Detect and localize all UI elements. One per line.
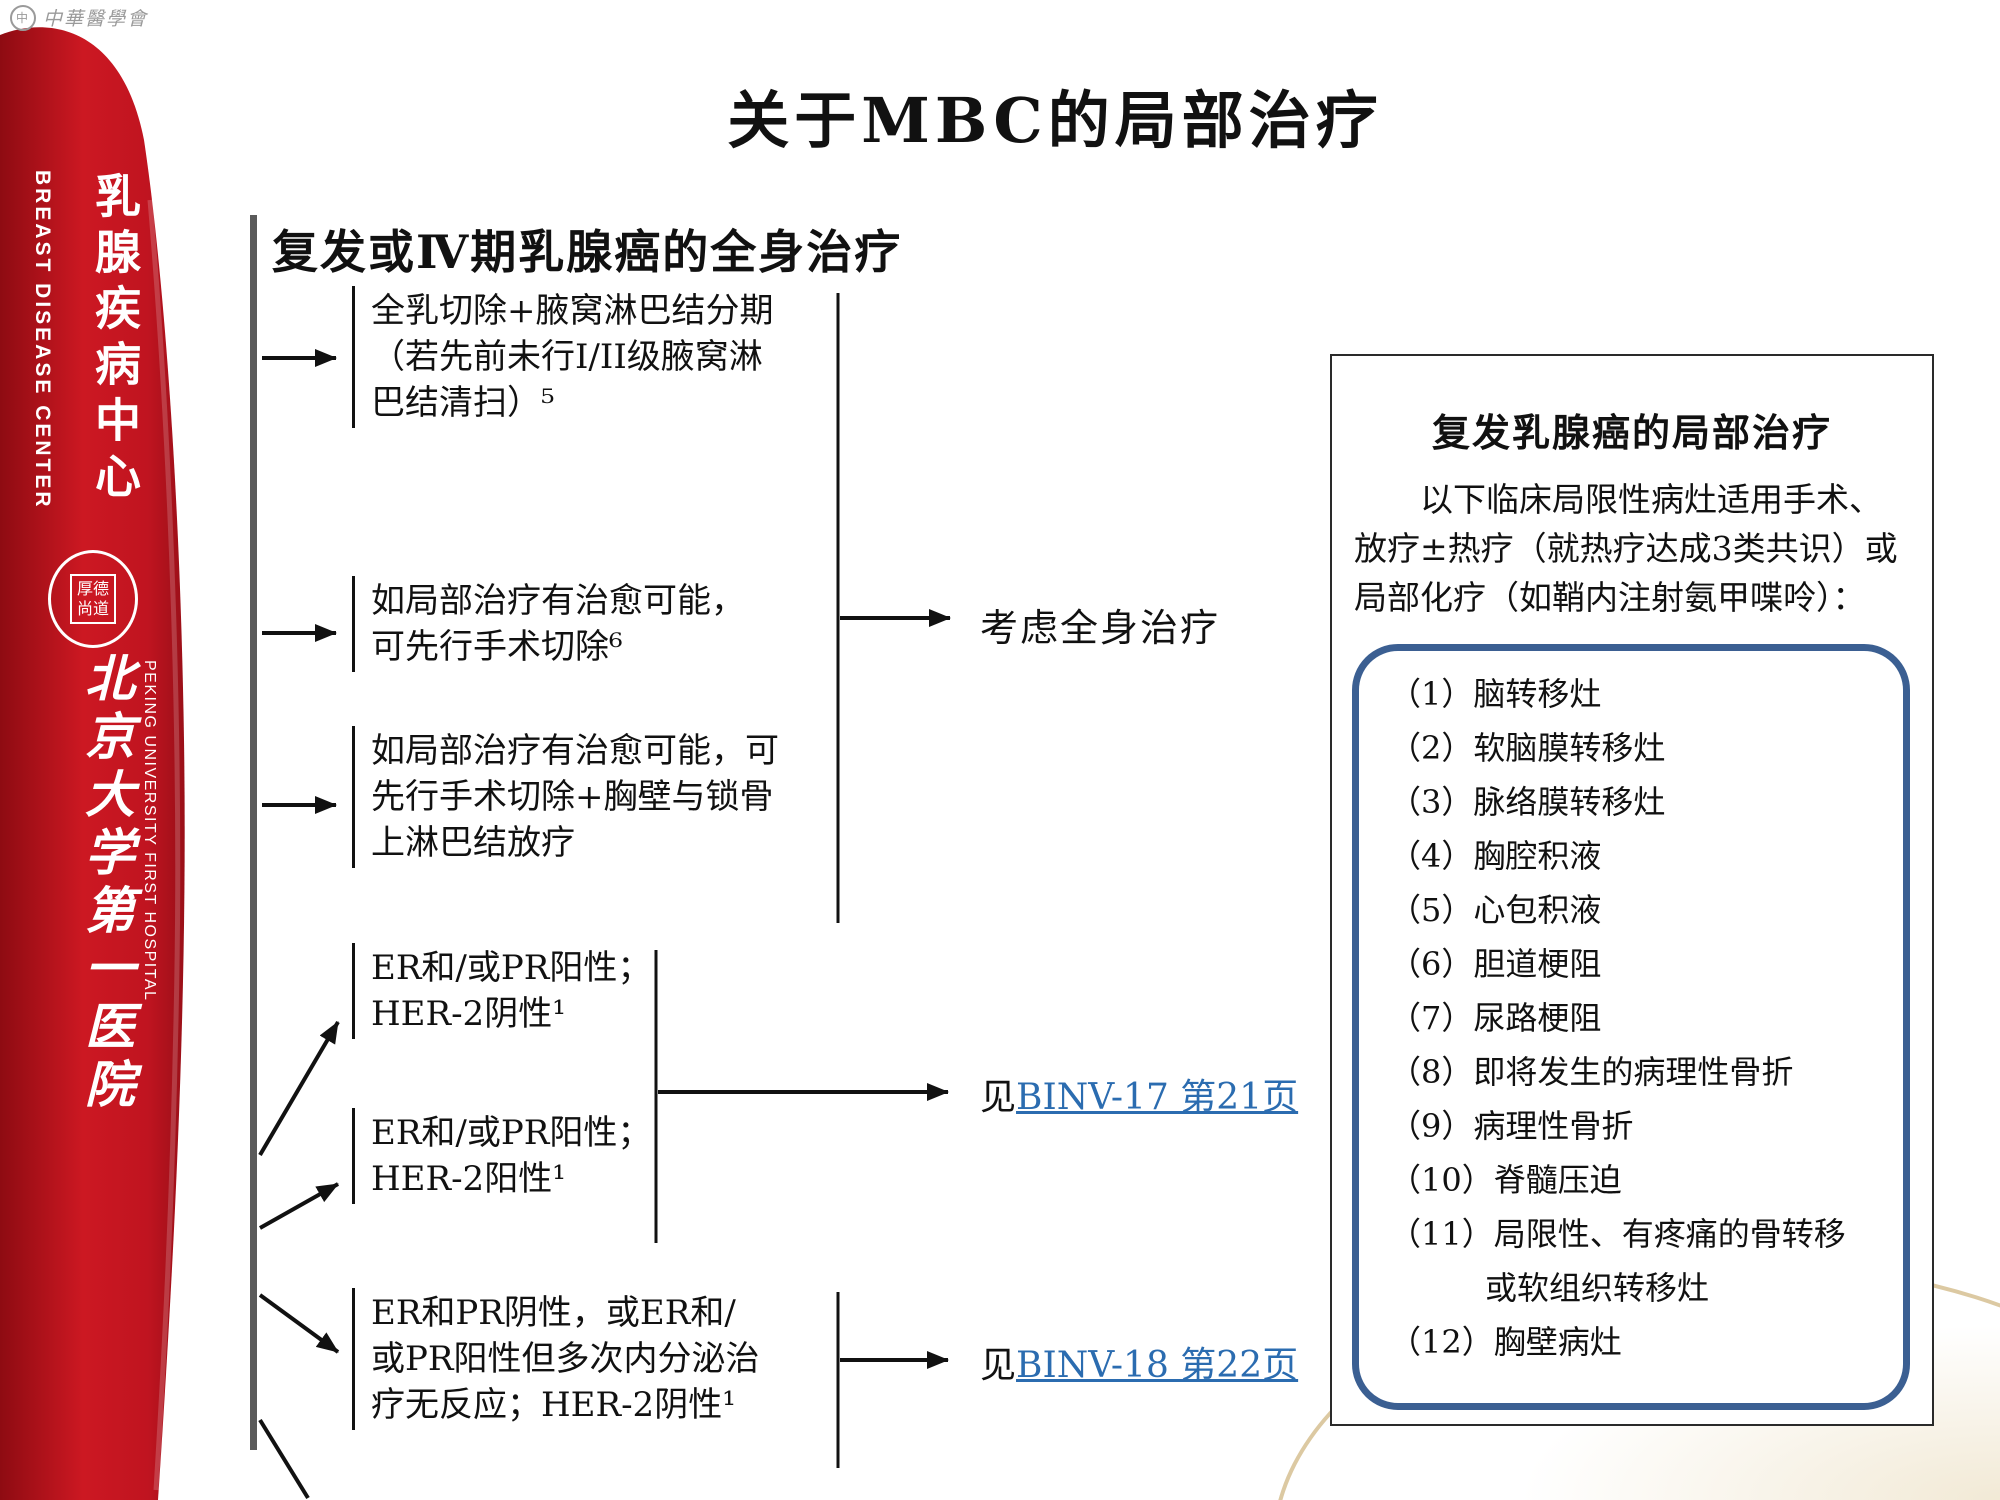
society-name: 中華醫學會 <box>43 8 149 30</box>
outcome-systemic-therapy: 考虑全身治疗 <box>980 606 1221 650</box>
box-surgery-plus-radiation: 如局部治疗有治愈可能，可 先行手术切除+胸壁与锁骨 上淋巴结放疗 <box>352 726 785 868</box>
hospital-seal-logo: 厚德尚道 <box>48 550 138 648</box>
list-item: （8）即将发生的病理性骨折 <box>1389 1053 1794 1091</box>
list-item: （11）局限性、有疼痛的骨转移 或软组织转移灶 <box>1389 1215 1846 1307</box>
box-er-pr-negative: ER和PR阴性，或ER和/ 或PR阳性但多次内分泌治 疗无反应；HER-2阴性¹ <box>352 1288 765 1430</box>
list-item: （3）脉络膜转移灶 <box>1389 783 1666 821</box>
hospital-name-english: PEKING UNIVERSITY FIRST HOSPITAL <box>141 660 158 1002</box>
list-item: （5）心包积液 <box>1389 891 1602 929</box>
box-surgery-if-curable: 如局部治疗有治愈可能， 可先行手术切除⁶ <box>352 576 751 672</box>
link-binv18[interactable]: BINV-18 第22页 <box>1016 1345 1299 1386</box>
reference-binv17: 见BINV-17 第21页 <box>980 1068 1298 1120</box>
link-prefix: 见 <box>980 1077 1017 1118</box>
link-binv17[interactable]: BINV-17 第21页 <box>1016 1077 1299 1118</box>
hospital-seal-motto: 厚德尚道 <box>70 574 116 624</box>
reference-binv18: 见BINV-18 第22页 <box>980 1336 1298 1388</box>
list-item: （9）病理性骨折 <box>1389 1107 1634 1145</box>
society-emblem-icon: 中 <box>10 4 36 31</box>
hospital-name-chinese: 北京大学第一医院 <box>77 652 136 1116</box>
list-item: （2）软脑膜转移灶 <box>1389 729 1666 767</box>
page-title: 关于MBC的局部治疗 <box>727 83 1383 157</box>
local-sites-list: （1）脑转移灶 （2）软脑膜转移灶 （3）脉络膜转移灶 （4）胸腔积液 （5）心… <box>1352 644 1910 1410</box>
flow-heading: 复发或Ⅳ期乳腺癌的全身治疗 <box>272 225 903 279</box>
panel-title: 复发乳腺癌的局部治疗 <box>1431 410 1832 455</box>
panel-intro: 以下临床局限性病灶适用手术、 放疗±热疗（就热疗达成3类共识）或 局部化疗（如鞘… <box>1354 480 1898 617</box>
list-item: （10）脊髓压迫 <box>1389 1161 1622 1199</box>
link-prefix: 见 <box>980 1345 1017 1386</box>
box-er-pr-positive-her2-negative: ER和/或PR阳性； HER-2阴性¹ <box>352 943 657 1039</box>
center-name-chinese: 乳腺疾病中心 <box>88 172 142 508</box>
list-item: （4）胸腔积液 <box>1389 837 1602 875</box>
list-item: （12）胸壁病灶 <box>1389 1323 1622 1361</box>
society-logo: 中 中華醫學會 <box>10 4 148 31</box>
list-item: （6）胆道梗阻 <box>1389 945 1602 983</box>
recurrent-local-treatment-panel: 复发乳腺癌的局部治疗 以下临床局限性病灶适用手术、 放疗±热疗（就热疗达成3类共… <box>1330 354 1934 1426</box>
box-mastectomy-axillary-staging: 全乳切除+腋窝淋巴结分期 （若先前未行I/II级腋窝淋 巴结清扫）⁵ <box>352 286 780 428</box>
sidebar-ribbon <box>0 27 185 1500</box>
list-item: （7）尿路梗阻 <box>1389 999 1602 1037</box>
list-item: （1）脑转移灶 <box>1389 675 1602 713</box>
box-er-pr-positive-her2-positive: ER和/或PR阳性； HER-2阳性¹ <box>352 1108 657 1204</box>
center-name-english: BREAST DISEASE CENTER <box>31 170 54 510</box>
